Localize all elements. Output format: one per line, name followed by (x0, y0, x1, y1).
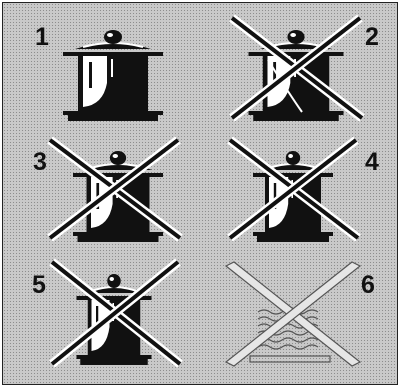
pot-crossed-icon (52, 262, 180, 365)
pot-crossed-icon (232, 18, 362, 121)
pot-crossed-icon (230, 140, 358, 242)
burner-heat-crossed-icon (226, 262, 360, 366)
pot-crossed-icon (50, 140, 180, 242)
pot-on-burner-icon (63, 30, 163, 121)
